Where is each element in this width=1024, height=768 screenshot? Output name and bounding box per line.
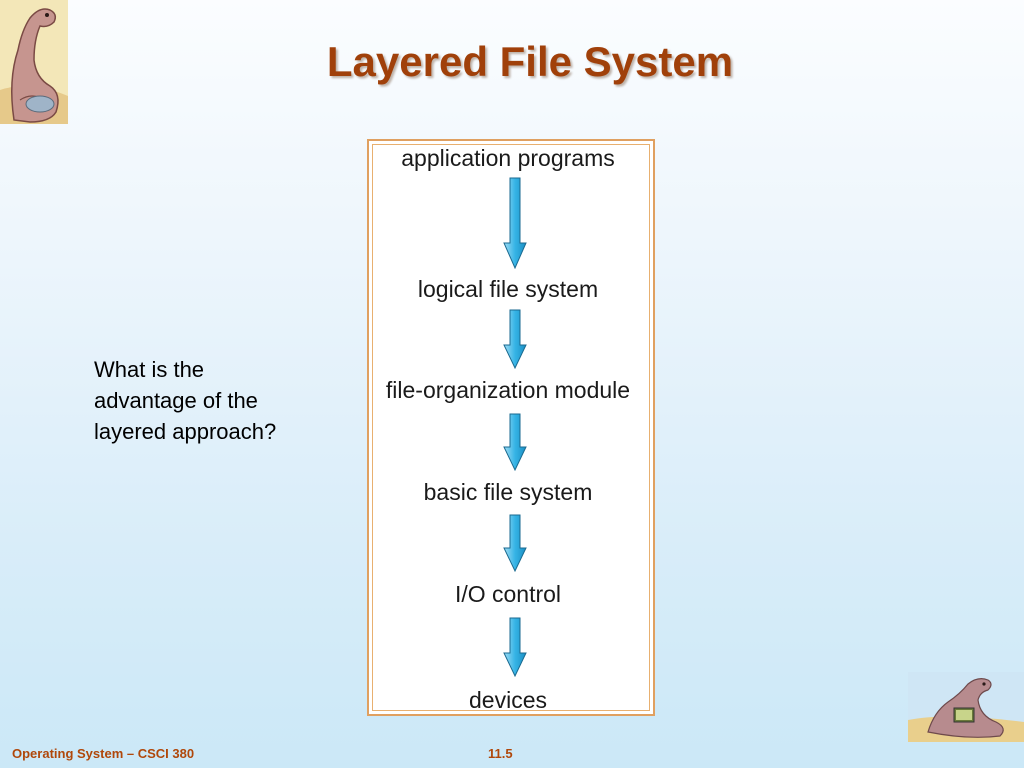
page-title: Layered File System [326, 38, 734, 85]
dinosaur-mascot-icon [908, 672, 1024, 742]
layer-diagram: application programs logical file system… [367, 139, 655, 716]
layer-basic-file-system: basic file system [423, 479, 593, 505]
layer-io-control: I/O control [454, 581, 562, 607]
layer-application-programs: application programs [401, 145, 615, 171]
layer-devices: devices [469, 687, 547, 713]
layer-file-organization-module: file-organization module [385, 377, 631, 403]
down-arrow-icon [503, 617, 527, 677]
question-text: What is the advantage of the layered app… [94, 357, 277, 444]
diagram-inner-border [372, 144, 650, 711]
footer-page-number: 11.5 [488, 746, 513, 761]
down-arrow-icon [503, 309, 527, 369]
down-arrow-icon [503, 177, 527, 269]
down-arrow-icon [503, 514, 527, 572]
layer-logical-file-system: logical file system [417, 276, 599, 302]
footer-course: Operating System – CSCI 380 [12, 746, 195, 761]
dinosaur-mascot-icon [0, 0, 68, 124]
down-arrow-icon [503, 413, 527, 471]
